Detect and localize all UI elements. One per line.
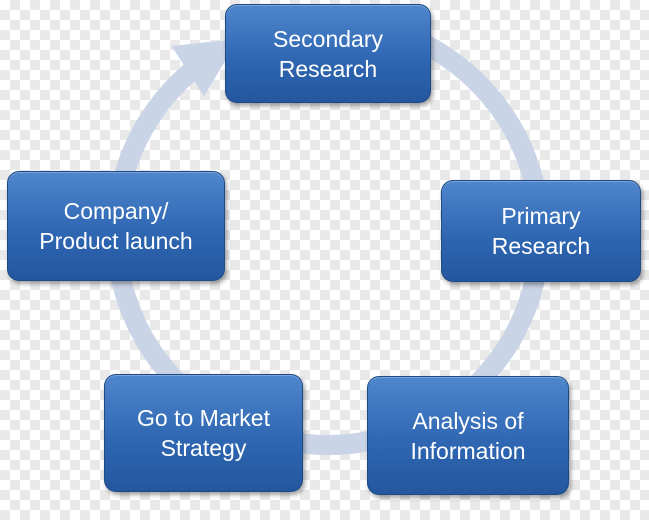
- node-go-to-market-strategy: Go to Market Strategy: [104, 374, 303, 492]
- node-primary-research: Primary Research: [441, 180, 641, 282]
- node-analysis-of-information: Analysis of Information: [367, 376, 569, 495]
- node-company-product-launch: Company/ Product launch: [7, 171, 225, 281]
- node-secondary-research: Secondary Research: [225, 4, 431, 103]
